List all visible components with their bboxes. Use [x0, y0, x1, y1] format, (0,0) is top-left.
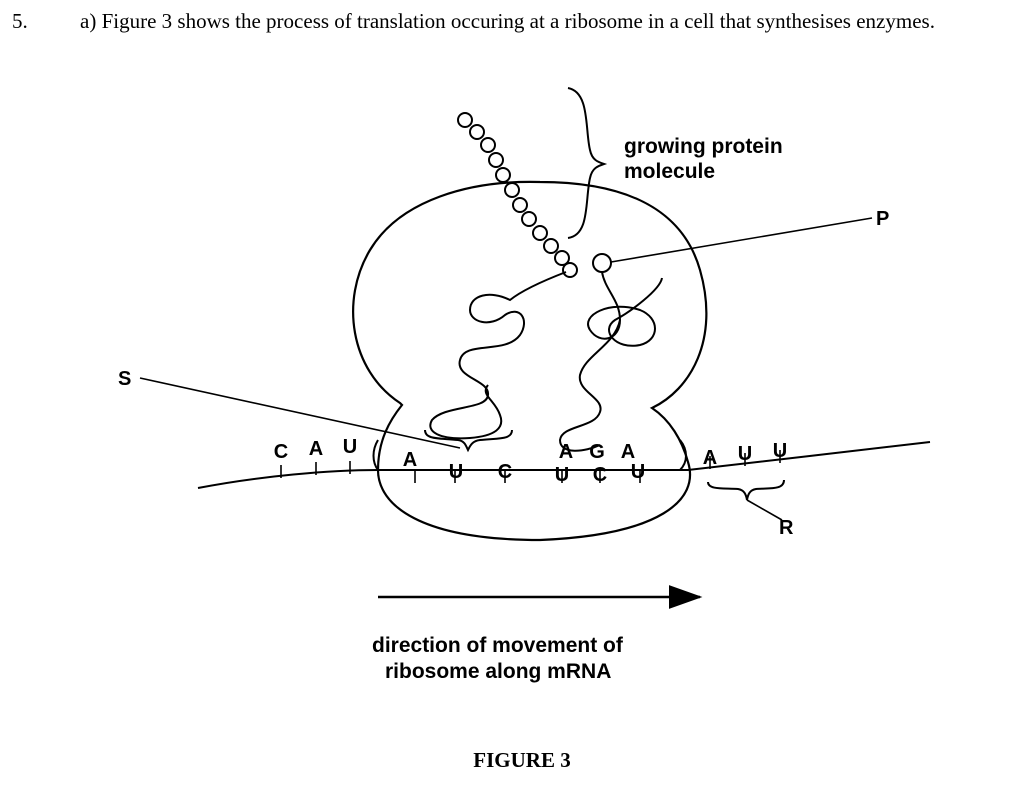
anticodon-3: A	[621, 441, 635, 463]
ribosome-outline	[352, 180, 708, 542]
label-protein-line2: molecule	[624, 160, 715, 183]
label-s: S	[118, 368, 131, 390]
trna-right	[558, 271, 663, 452]
r-pointer	[746, 499, 783, 521]
anticodon-2: G	[589, 441, 605, 463]
mrna-strand	[197, 441, 931, 489]
base-right-1: A	[703, 447, 717, 469]
anticodon-1: A	[559, 441, 573, 463]
site-bracket-right	[679, 439, 687, 471]
r-brace	[707, 479, 785, 501]
base-left-3: U	[343, 436, 357, 458]
question-text: a) Figure 3 shows the process of transla…	[80, 9, 935, 33]
label-protein-line1: growing protein	[624, 135, 783, 158]
site-bracket-left	[372, 439, 379, 471]
base-right-3: U	[773, 440, 787, 462]
amino-acid-p	[592, 253, 612, 273]
site1-brace	[424, 429, 513, 453]
base-right-2: U	[738, 443, 752, 465]
base-left-2: A	[309, 438, 323, 460]
label-r: R	[779, 517, 794, 539]
base-site2-2: C	[593, 464, 607, 486]
protein-brace	[567, 87, 608, 239]
base-site1-1: A	[403, 449, 417, 471]
label-direction-line2: ribosome along mRNA	[385, 660, 611, 683]
base-site2-1: U	[555, 464, 569, 486]
base-site1-2: U	[449, 461, 463, 483]
label-p: P	[876, 208, 889, 230]
protein-chain	[457, 112, 578, 278]
p-pointer	[610, 217, 873, 263]
base-site1-3: C	[498, 461, 512, 483]
figure-caption: FIGURE 3	[473, 748, 571, 772]
question-number: 5.	[12, 9, 28, 33]
label-direction-line1: direction of movement of	[372, 634, 624, 657]
trna-left	[429, 271, 567, 440]
mrna-base-ticks	[280, 450, 781, 483]
base-site2-3: U	[631, 461, 645, 483]
s-pointer	[139, 377, 461, 449]
base-left-1: C	[274, 441, 288, 463]
